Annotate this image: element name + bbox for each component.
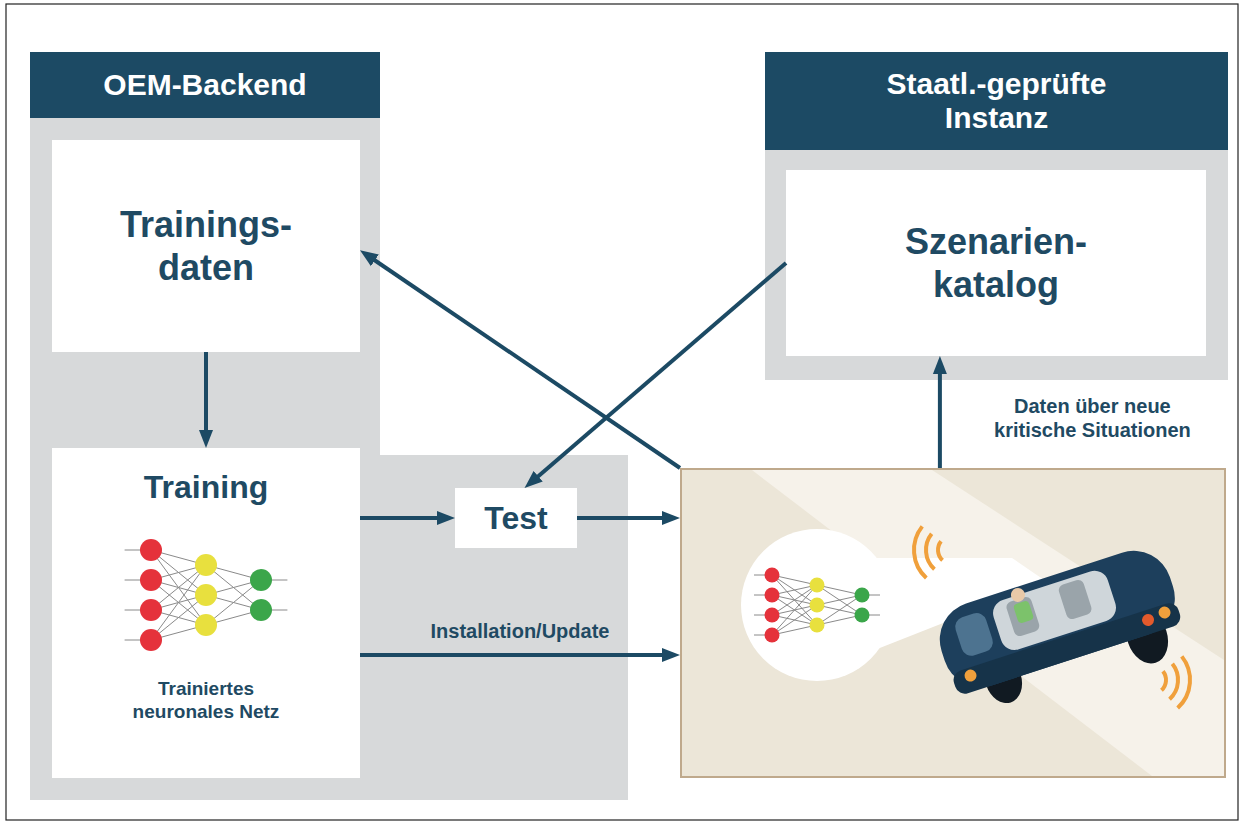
- node-title: Test: [484, 499, 547, 537]
- net-neuron: [810, 598, 825, 613]
- neural-net-icon: [86, 520, 326, 670]
- flow-arrow: [360, 653, 668, 657]
- node-title: Training: [144, 468, 268, 506]
- net-neuron: [195, 554, 217, 576]
- node-title: Trainings- daten: [101, 203, 311, 289]
- test-box: Test: [455, 488, 577, 548]
- vehicle-illustration: [682, 470, 1224, 776]
- net-neuron: [140, 599, 162, 621]
- panel-ground: [30, 52, 628, 800]
- flow-arrow: [938, 368, 942, 468]
- edge-label: Daten über neue kritische Situationen: [980, 394, 1205, 442]
- net-neuron: [810, 618, 825, 633]
- net-link: [817, 595, 862, 625]
- panel-ground: [765, 52, 1228, 380]
- flow-arrow: [360, 516, 443, 520]
- net-link: [772, 605, 817, 635]
- node-title: OEM-Backend: [30, 52, 380, 118]
- net-neuron: [140, 569, 162, 591]
- backend-panel: OEM-BackendTrainings- datenTrainingTrain…: [30, 52, 628, 800]
- authority-panel: Staatl.-geprüfte InstanzSzenarien- katal…: [765, 52, 1228, 380]
- node-title: Staatl.-geprüfte Instanz: [765, 52, 1228, 150]
- net-neuron: [855, 588, 870, 603]
- net-neuron: [765, 588, 780, 603]
- flow-arrow: [577, 516, 668, 520]
- data-box: Trainings- daten: [52, 140, 360, 352]
- net-neuron: [765, 568, 780, 583]
- net-neuron: [195, 614, 217, 636]
- flow-arrow: [370, 257, 680, 468]
- road-band: [752, 470, 1224, 776]
- edge-label: Installation/Update: [431, 619, 610, 643]
- net-neuron: [810, 578, 825, 593]
- net-neuron: [765, 608, 780, 623]
- flow-arrow: [534, 263, 786, 480]
- sensor-waves: [914, 526, 1190, 708]
- net-neuron: [855, 608, 870, 623]
- vehicle-drawing: [930, 541, 1194, 725]
- net-neuron: [250, 599, 272, 621]
- training-box: TrainingTrainiertes neuronales Netz: [52, 448, 360, 778]
- net-neuron: [140, 539, 162, 561]
- net-neuron: [765, 628, 780, 643]
- node-caption: Trainiertes neuronales Netz: [116, 678, 296, 724]
- net-neuron: [140, 629, 162, 651]
- vehicle-picture: [680, 468, 1226, 778]
- net-neuron: [195, 584, 217, 606]
- node-title: Szenarien- katalog: [891, 220, 1101, 306]
- catalog-box: Szenarien- katalog: [786, 170, 1206, 356]
- frame-border: [6, 4, 1238, 820]
- vehicle-net: [754, 568, 880, 643]
- net-neuron: [250, 569, 272, 591]
- flow-arrow: [204, 352, 208, 436]
- zoom-circle: [741, 529, 893, 681]
